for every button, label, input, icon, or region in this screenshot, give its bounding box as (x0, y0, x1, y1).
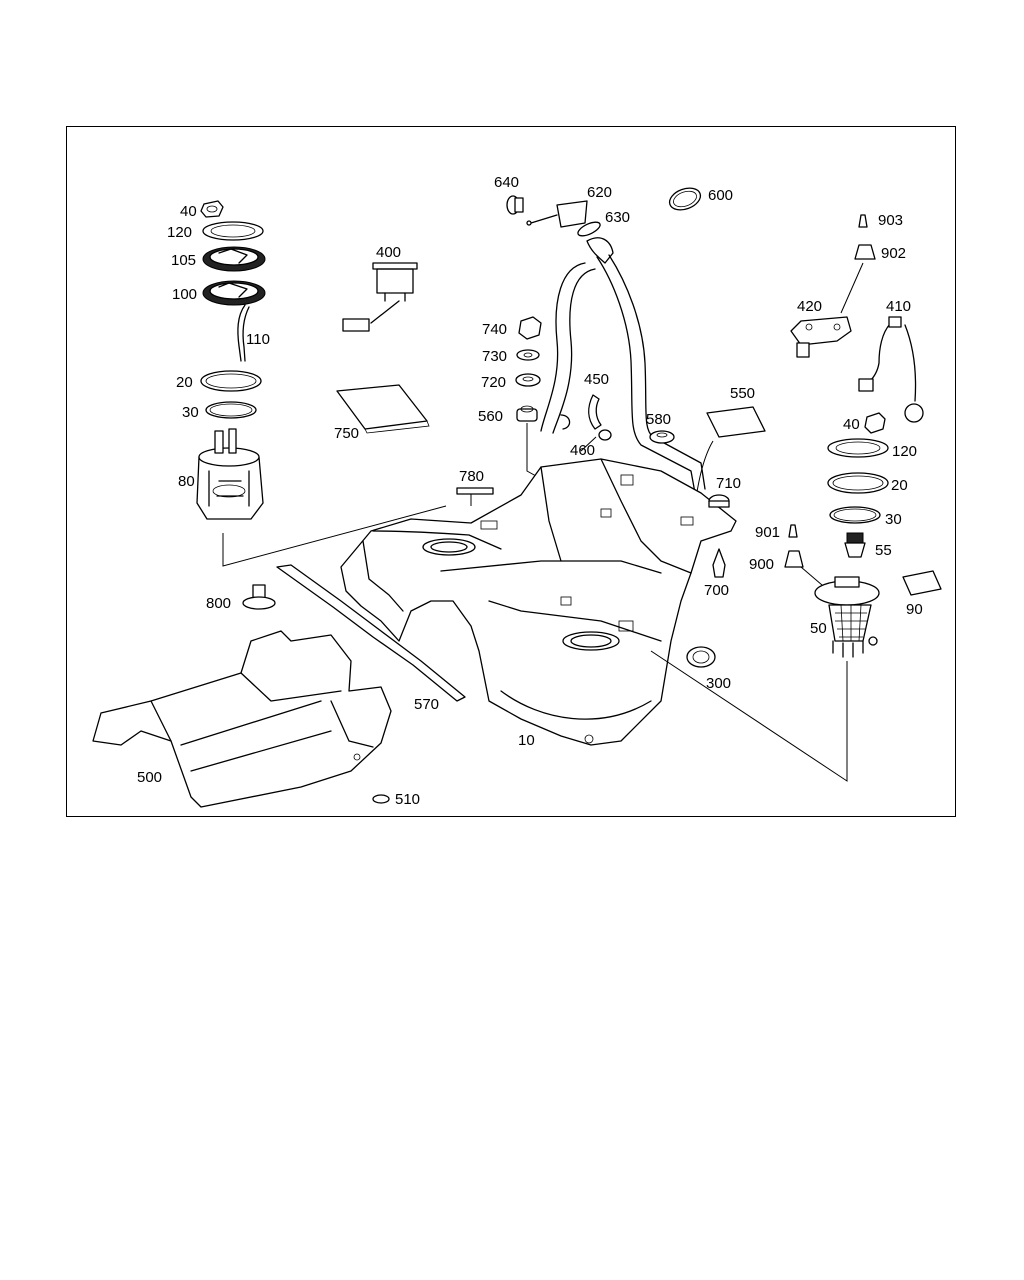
clip-part-90 (902, 570, 942, 596)
callout-903: 903 (878, 212, 903, 229)
o-ring-part-30-right (829, 506, 881, 524)
callout-55: 55 (875, 542, 892, 559)
sensor-part-410 (858, 316, 924, 423)
plug-part-300 (686, 646, 716, 668)
callout-400: 400 (376, 244, 401, 261)
callout-20-right: 20 (891, 477, 908, 494)
callout-620: 620 (587, 184, 612, 201)
pad-part-550 (706, 406, 766, 438)
callout-460: 460 (570, 442, 595, 459)
callout-40-right: 40 (843, 416, 860, 433)
cap-part-640 (506, 195, 524, 215)
hose-part-110 (237, 304, 250, 362)
strap-part-570 (276, 564, 466, 702)
bracket-part-780 (456, 487, 494, 495)
callout-550: 550 (730, 385, 755, 402)
callout-780: 780 (459, 468, 484, 485)
cover-part-100 (202, 280, 266, 306)
callout-300: 300 (706, 675, 731, 692)
callout-700: 700 (704, 582, 729, 599)
callout-740: 740 (482, 321, 507, 338)
sensor-part-420 (790, 316, 852, 358)
callout-901: 901 (755, 524, 780, 541)
exploded-parts-diagram: 40 120 105 100 110 20 30 80 400 750 640 … (92, 174, 942, 808)
callout-570: 570 (414, 696, 439, 713)
washer-part-730 (516, 349, 540, 361)
leader-80-to-tank (222, 505, 447, 567)
callout-750: 750 (334, 425, 359, 442)
callout-720: 720 (481, 374, 506, 391)
clip-part-510 (372, 794, 390, 804)
callout-730: 730 (482, 348, 507, 365)
callout-90: 90 (906, 601, 923, 618)
level-sensor-part-400 (342, 262, 418, 332)
pad-part-750 (336, 384, 430, 434)
valve-part-55 (844, 532, 866, 558)
leader-50-to-tank (650, 650, 848, 782)
cap-part-901 (788, 524, 798, 538)
cap-part-903 (858, 214, 868, 228)
callout-450: 450 (584, 371, 609, 388)
callout-500: 500 (137, 769, 162, 786)
callout-110: 110 (246, 331, 270, 348)
callout-410: 410 (886, 298, 911, 315)
callout-120-right: 120 (892, 443, 917, 460)
clip-ring-part-600 (668, 187, 702, 211)
grommet-part-710 (708, 494, 730, 508)
callout-100: 100 (172, 286, 197, 303)
callout-510: 510 (395, 791, 420, 808)
callout-900: 900 (749, 556, 774, 573)
callout-10: 10 (518, 732, 535, 749)
callout-50: 50 (810, 620, 827, 637)
callout-80: 80 (178, 473, 195, 490)
callout-902: 902 (881, 245, 906, 262)
callout-105: 105 (171, 252, 196, 269)
callout-630: 630 (605, 209, 630, 226)
hose-part-450 (588, 394, 602, 430)
callout-640: 640 (494, 174, 519, 191)
connector-part-902 (854, 244, 876, 260)
grommet-part-580 (649, 430, 675, 444)
o-ring-part-30-left (205, 401, 257, 419)
flange-ring-part-120-left (202, 221, 264, 241)
seal-ring-part-20-left (200, 370, 262, 392)
bushing-part-560 (516, 405, 538, 422)
callout-710: 710 (716, 475, 741, 492)
connector-part-900 (784, 550, 804, 568)
nut-part-40-right (864, 412, 886, 434)
fuel-tank-part-10 (340, 458, 737, 746)
pump-module-part-50 (814, 576, 880, 658)
seal-part-630 (577, 221, 601, 237)
fuel-pump-part-80 (196, 428, 264, 520)
callout-580: 580 (646, 411, 671, 428)
callout-560: 560 (478, 408, 503, 425)
nut-part-800 (242, 584, 276, 610)
callout-800: 800 (206, 595, 231, 612)
seal-ring-part-20-right (827, 472, 889, 494)
heat-shield-part-500 (92, 630, 392, 808)
nut-part-40-left (200, 200, 224, 218)
callout-30-left: 30 (182, 404, 199, 421)
callout-120-left: 120 (167, 224, 192, 241)
filler-neck-pipe (540, 237, 706, 494)
nut-part-740 (518, 316, 542, 340)
cap-part-620 (526, 200, 588, 228)
washer-part-720 (515, 373, 541, 387)
callout-20-left: 20 (176, 374, 193, 391)
clip-near-tube (560, 414, 571, 430)
callout-40-left: 40 (180, 203, 197, 220)
diagram-frame: 40 120 105 100 110 20 30 80 400 750 640 … (66, 126, 956, 817)
clamp-part-460 (580, 429, 612, 452)
cover-part-105 (202, 246, 266, 272)
callout-420: 420 (797, 298, 822, 315)
clip-part-700 (712, 548, 726, 578)
callout-30-right: 30 (885, 511, 902, 528)
leader-902 (840, 262, 864, 314)
callout-600: 600 (708, 187, 733, 204)
flange-ring-part-120-right (827, 438, 889, 458)
